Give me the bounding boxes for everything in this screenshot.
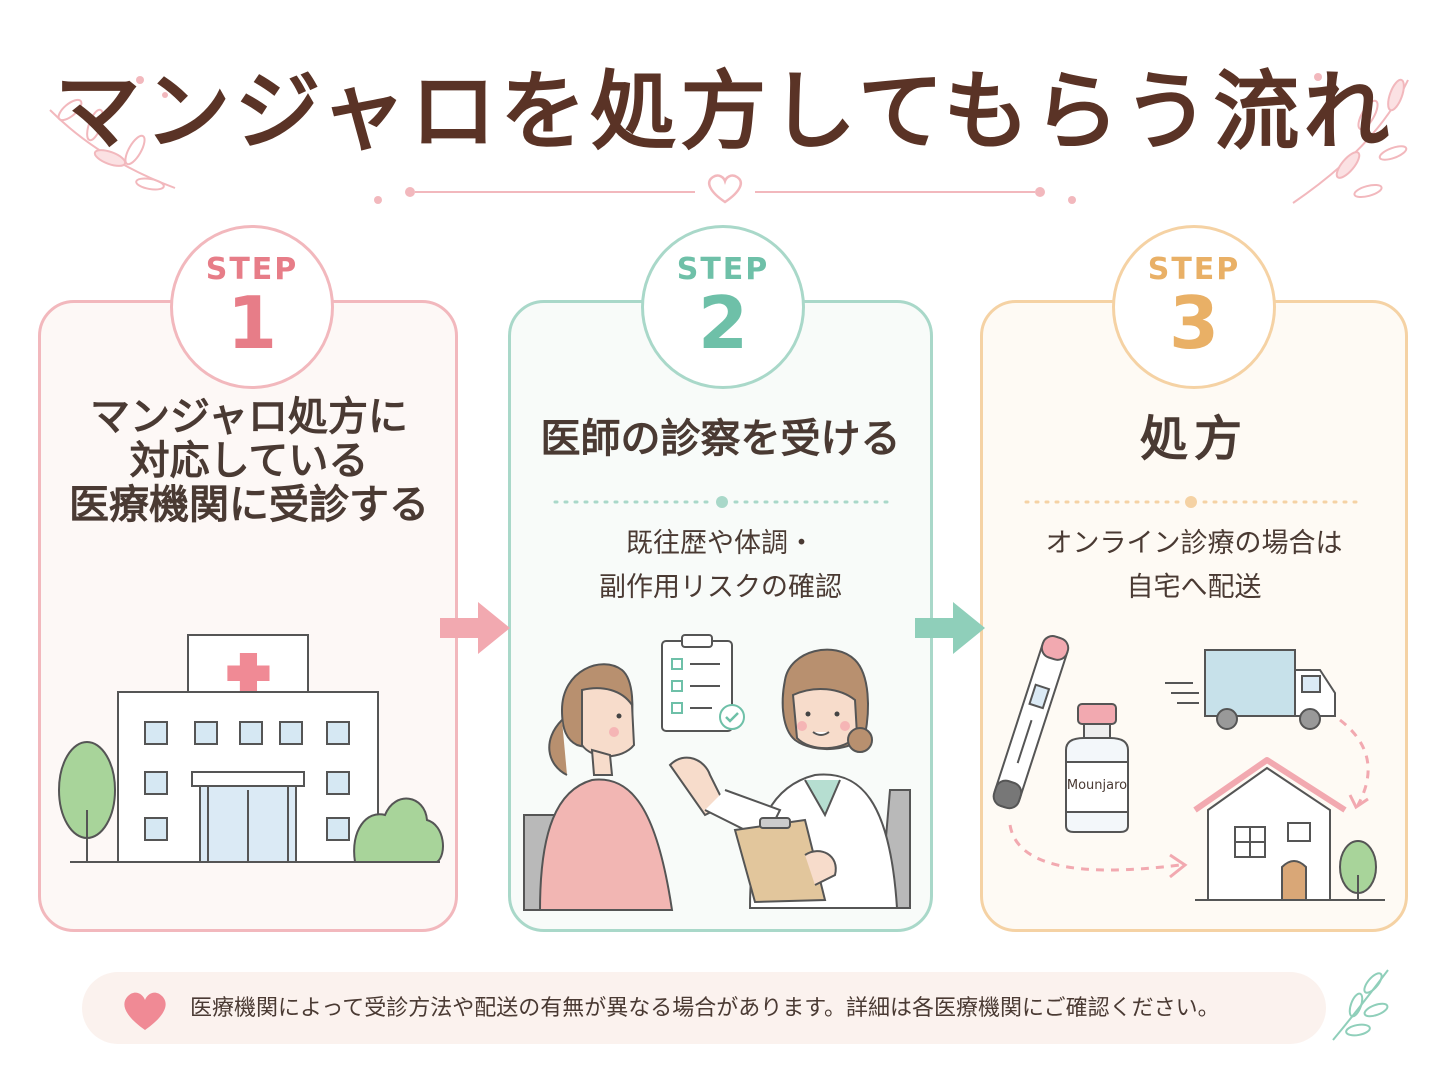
title-divider xyxy=(374,174,1076,204)
step2-heading: 医師の診察を受ける xyxy=(540,416,901,462)
step3-label: STEP xyxy=(1147,252,1241,287)
step3-description-line: オンライン診療の場合は xyxy=(1045,528,1343,559)
step2-label: STEP xyxy=(676,252,770,287)
step2-number: 2 xyxy=(697,281,749,365)
patient-icon xyxy=(523,663,674,911)
left-leaf-branch-icon xyxy=(49,76,176,191)
step1-heading-line: 対応している xyxy=(129,438,369,484)
step3-card xyxy=(980,300,1408,932)
step1-heading-line: マンジャロ処方に xyxy=(90,394,408,440)
heart-icon xyxy=(124,992,166,1030)
step2-dotted-divider xyxy=(553,496,892,508)
leaf-sprig-icon xyxy=(1332,969,1389,1041)
step1-heading-line: 医療機関に受診する xyxy=(69,482,429,528)
injection-pen-icon xyxy=(992,635,1070,810)
step3-heading: 処方 xyxy=(1139,411,1248,467)
delivery-path-arrows xyxy=(1008,718,1370,879)
arrow-right-icon xyxy=(440,602,510,654)
clipboard-checklist-icon xyxy=(661,634,745,732)
house-icon xyxy=(1193,757,1385,901)
doctor-icon xyxy=(668,648,911,909)
step2-description-line: 副作用リスクの確認 xyxy=(599,572,842,603)
step2-description-line: 既往歴や体調・ xyxy=(626,528,815,559)
step2-description: 既往歴や体調・ 副作用リスクの確認 xyxy=(510,522,931,610)
step3-description: オンライン診療の場合は 自宅へ配送 xyxy=(982,522,1406,610)
right-leaf-branch-icon xyxy=(1292,73,1409,204)
step3-badge: STEP 3 xyxy=(1112,225,1276,389)
heart-icon xyxy=(708,174,742,204)
step1-label: STEP xyxy=(205,252,299,287)
step2-badge: STEP 2 xyxy=(641,225,805,389)
step1-number: 1 xyxy=(226,281,278,365)
vial-icon xyxy=(1065,703,1129,833)
hospital-icon xyxy=(58,634,444,863)
step1-heading: マンジャロ処方に 対応している 医療機関に受診する xyxy=(40,395,458,527)
step3-description-line: 自宅へ配送 xyxy=(1126,572,1262,603)
step3-number: 3 xyxy=(1168,281,1220,365)
arrow-right-icon xyxy=(915,602,985,654)
vial-label: Mounjaro xyxy=(1066,778,1128,793)
page-title: マンジャロを処方してもらう流れ xyxy=(54,62,1394,162)
footer-note xyxy=(82,972,1326,1044)
footer-text: 医療機関によって受診方法や配送の有無が異なる場合があります。詳細は各医療機関にご… xyxy=(190,996,1220,1021)
step1-badge: STEP 1 xyxy=(170,225,334,389)
delivery-truck-icon xyxy=(1165,649,1336,730)
step3-dotted-divider xyxy=(1024,496,1358,508)
